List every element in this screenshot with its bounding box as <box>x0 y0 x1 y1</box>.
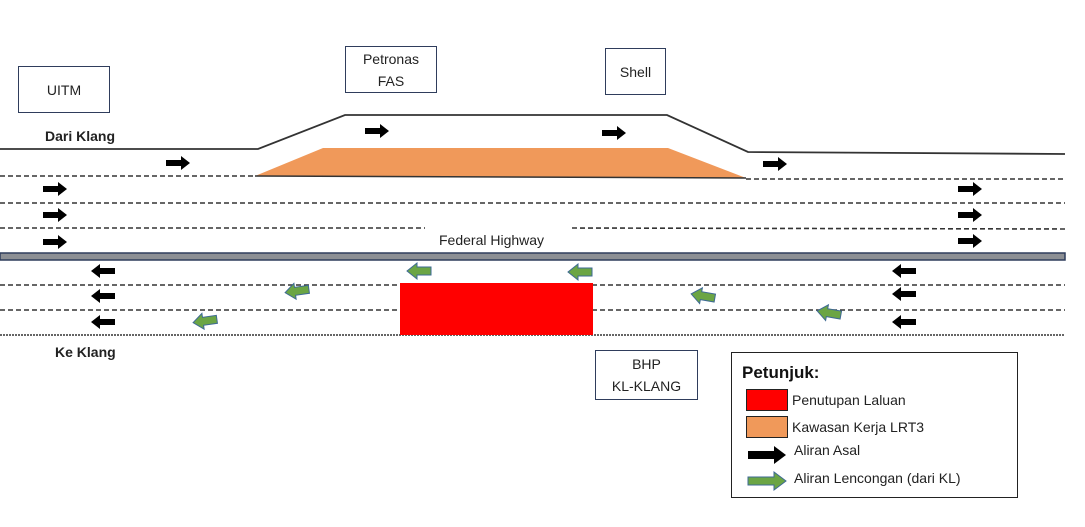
original-flow-arrow <box>958 234 982 248</box>
landmark-uitm: UITM <box>18 66 110 113</box>
diversion-flow-arrow <box>406 261 432 281</box>
legend-diversion-flow-label: Aliran Lencongan (dari KL) <box>794 470 961 486</box>
original-flow-arrow <box>91 315 115 329</box>
legend-closure-label: Penutupan Laluan <box>792 392 906 408</box>
median <box>0 252 1066 261</box>
original-flow-arrow <box>763 157 787 171</box>
legend: Petunjuk: Penutupan Laluan Kawasan Kerja… <box>731 352 1018 498</box>
legend-item-closure: Penutupan Laluan <box>746 389 906 411</box>
work-zone-swatch <box>746 416 788 438</box>
original-flow-arrow <box>91 264 115 278</box>
landmark-bhp-kl-klang: BHP KL-KLANG <box>595 350 698 400</box>
original-flow-arrow <box>365 124 389 138</box>
highway-name-label: Federal Highway <box>439 232 544 248</box>
landmark-uitm-label: UITM <box>46 81 82 98</box>
to-klang-label: Ke Klang <box>55 344 116 360</box>
original-flow-arrow <box>91 289 115 303</box>
landmark-petronas-fas: Petronas FAS <box>345 46 437 93</box>
original-flow-arrow <box>43 182 67 196</box>
from-klang-label: Dari Klang <box>45 128 115 144</box>
landmark-shell-label: Shell <box>619 63 652 80</box>
closure-swatch <box>746 389 788 411</box>
landmark-shell: Shell <box>605 48 666 95</box>
green-arrow-icon <box>747 471 787 491</box>
landmark-bhp-line2: KL-KLANG <box>611 378 682 394</box>
landmark-petronas-line1: Petronas <box>362 50 420 67</box>
landmark-bhp-line1: BHP <box>632 356 661 372</box>
original-flow-arrow <box>166 156 190 170</box>
original-flow-arrow <box>892 264 916 278</box>
original-flow-arrow <box>892 287 916 301</box>
flow-arrows <box>43 124 982 331</box>
diversion-flow-arrow <box>192 312 219 331</box>
original-flow-arrow <box>43 208 67 222</box>
legend-original-flow-label: Aliran Asal <box>794 442 861 458</box>
landmark-petronas-line2: FAS <box>377 72 405 89</box>
original-flow-arrow <box>958 182 982 196</box>
original-flow-arrow <box>892 315 916 329</box>
legend-title: Petunjuk: <box>742 363 820 382</box>
original-flow-arrow <box>602 126 626 140</box>
legend-item-work-zone: Kawasan Kerja LRT3 <box>746 416 924 438</box>
legend-item-original-flow: Aliran Asal <box>746 442 861 466</box>
original-flow-arrow <box>958 208 982 222</box>
diversion-flow-arrow <box>690 286 717 305</box>
diversion-flow-arrow <box>816 303 843 322</box>
diversion-flow-arrow <box>567 262 593 282</box>
legend-work-zone-label: Kawasan Kerja LRT3 <box>792 419 925 435</box>
lrt3-work-zone <box>255 148 746 178</box>
diversion-flow-arrow <box>284 282 311 301</box>
original-flow-arrow <box>43 235 67 249</box>
legend-item-diversion-flow: Aliran Lencongan (dari KL) <box>746 470 961 492</box>
lane-closure-zone <box>400 283 593 335</box>
black-arrow-icon <box>748 446 786 464</box>
top-road-edge <box>0 114 1066 155</box>
lane-divider-3-right <box>571 227 1066 230</box>
work-zone-base-line <box>254 175 747 179</box>
